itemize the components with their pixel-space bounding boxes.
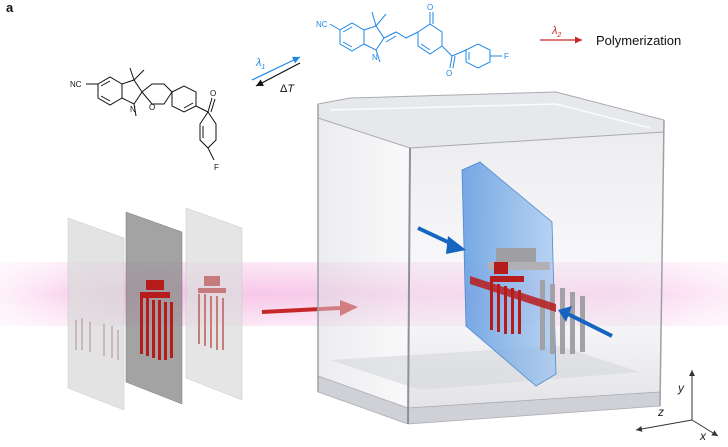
blue-arrow-icon xyxy=(417,226,613,338)
merocyanine-nitrile-label: NC xyxy=(316,20,328,29)
polymerization-label: Polymerization xyxy=(596,33,681,48)
delta-t-label: ΔT xyxy=(280,83,295,95)
spiropyran-carbonyl-o-label: O xyxy=(210,89,216,98)
lambda2-label: λ2 xyxy=(551,25,561,39)
panel-letter: a xyxy=(6,0,14,15)
equilibrium-arrows xyxy=(251,56,301,87)
axis-y-label: y xyxy=(677,381,685,395)
glass-cube xyxy=(317,91,665,425)
projection-sheet-2 xyxy=(125,211,183,405)
merocyanine-n-label: N xyxy=(372,53,378,62)
printed-gate-model xyxy=(470,248,585,354)
lambda1-label: λ1 xyxy=(255,57,265,71)
spiropyran-structure xyxy=(86,67,217,161)
merocyanine-f-label: F xyxy=(504,52,509,61)
spiropyran-nitrile-label: NC xyxy=(70,80,82,89)
spiropyran-f-label: F xyxy=(214,163,219,172)
spiropyran-o-label: O xyxy=(149,103,155,112)
projection-sheet-1 xyxy=(67,217,125,411)
axis-z-label: z xyxy=(657,405,664,419)
projection-sheet-3 xyxy=(185,207,243,401)
spiropyran-n-label: N xyxy=(130,105,136,114)
axis-triad xyxy=(635,370,719,437)
axis-x-label: x xyxy=(699,429,707,443)
merocyanine-carbonyl-o-label: O xyxy=(446,69,452,78)
merocyanine-o-label: O xyxy=(427,3,433,12)
merocyanine-structure xyxy=(329,11,502,69)
light-sheet xyxy=(461,161,557,387)
